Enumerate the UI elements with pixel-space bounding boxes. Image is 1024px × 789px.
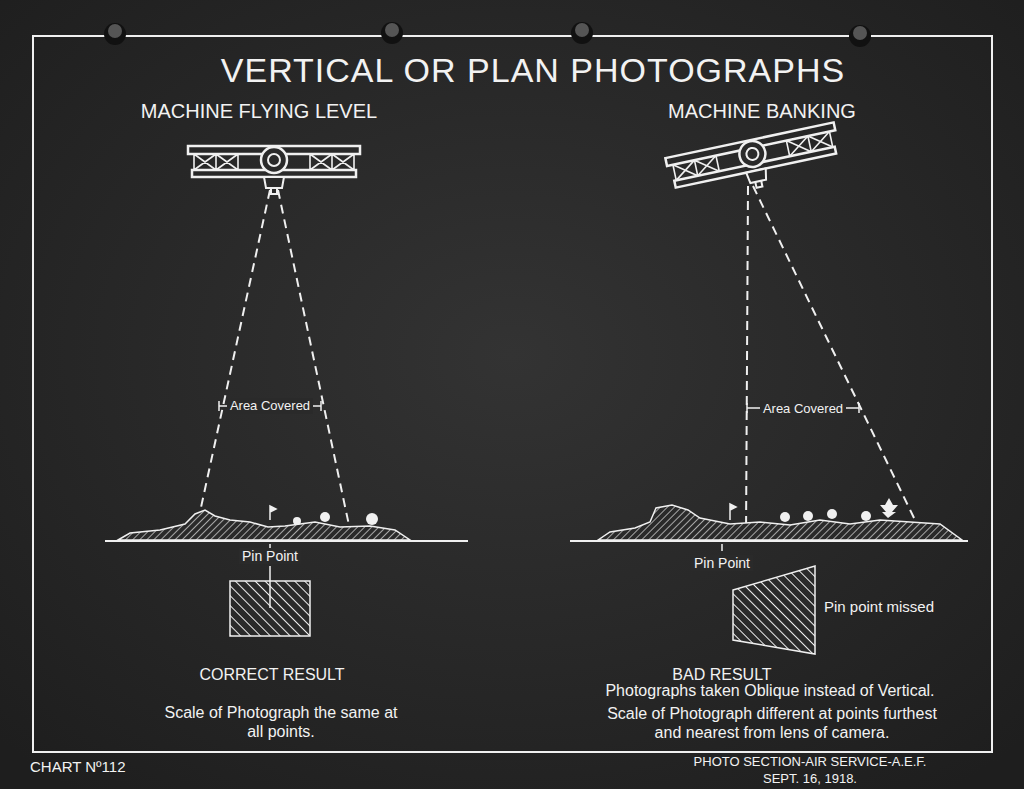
view-heading: MACHINE BANKING (668, 99, 856, 123)
view-heading: MACHINE FLYING LEVEL (141, 99, 377, 123)
miss-note: Pin point missed (824, 598, 934, 616)
result-note: Scale of Photograph the same at all poin… (156, 703, 406, 741)
credit-line: PHOTO SECTION-AIR SERVICE-A.E.F. (694, 754, 927, 770)
result-heading: CORRECT RESULT (199, 665, 344, 684)
result-heading: BAD RESULT (672, 665, 771, 684)
date-line: SEPT. 16, 1918. (763, 771, 857, 787)
result-note: Photographs taken Oblique instead of Ver… (605, 681, 934, 700)
coverage-label: Area Covered (760, 401, 846, 417)
pin-point-label: Pin Point (239, 548, 301, 565)
chart-number: CHART Nº112 (30, 758, 126, 776)
chart-title: VERTICAL OR PLAN PHOTOGRAPHS (221, 50, 845, 91)
coverage-label: Area Covered (227, 398, 313, 414)
pin-point-label: Pin Point (691, 555, 753, 572)
result-note: Scale of Photograph different at points … (602, 704, 942, 742)
